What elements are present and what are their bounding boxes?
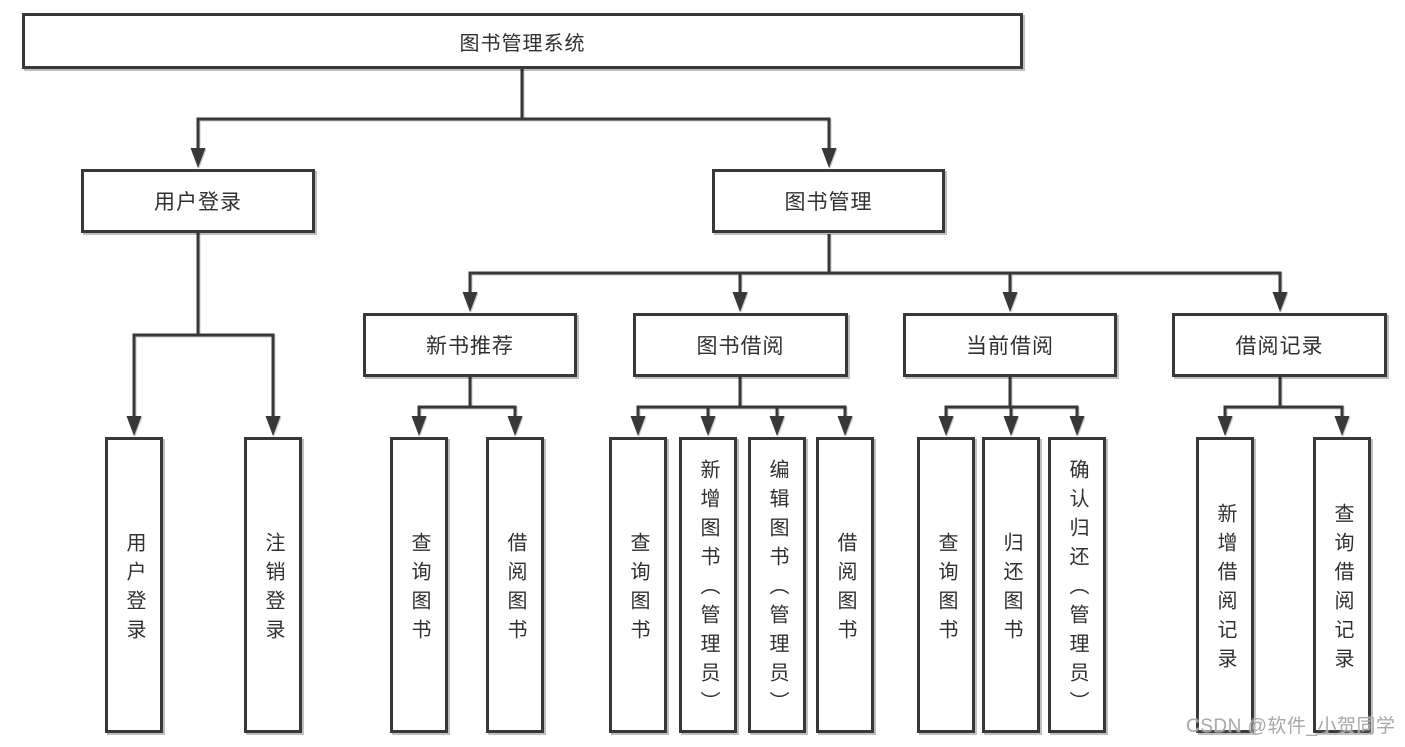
arrow-down-icon (190, 148, 206, 168)
node-label: 新书推荐 (426, 335, 514, 358)
connector-book-management-fan (468, 271, 1282, 294)
arrow-down-icon (507, 416, 523, 436)
arrow-down-icon (769, 416, 785, 436)
connector-recommend-fan (417, 405, 517, 418)
arrow-down-icon (265, 416, 281, 436)
node-label: 借阅图书 (834, 531, 856, 648)
node-label: 确认归还（管理员） (1066, 459, 1088, 720)
leaf-edit-books-admin: 编辑图书（管理员） (748, 437, 806, 733)
leaf-return-books: 归还图书 (982, 437, 1040, 733)
node-label: 图书管理系统 (459, 32, 586, 55)
node-library-management-system: 图书管理系统 (22, 13, 1023, 69)
node-label: 查询借阅记录 (1331, 502, 1353, 677)
leaf-query-borrow-record: 查询借阅记录 (1313, 437, 1371, 733)
arrow-down-icon (821, 148, 837, 168)
arrow-down-icon (1003, 416, 1019, 436)
watermark: CSDN @软件_小贺同学 (1186, 716, 1396, 737)
leaf-logout: 注销登录 (244, 437, 302, 733)
arrow-down-icon (1002, 292, 1018, 312)
node-label: 新增借阅记录 (1214, 502, 1236, 677)
node-user-login: 用户登录 (81, 169, 315, 233)
connector-root-fan (196, 117, 831, 150)
leaf-add-books-admin: 新增图书（管理员） (679, 437, 737, 733)
node-label: 图书借阅 (696, 335, 785, 358)
arrow-down-icon (700, 416, 716, 436)
arrow-down-icon (732, 292, 748, 312)
node-label: 查询图书 (627, 531, 649, 648)
arrow-down-icon (1272, 292, 1288, 312)
node-current-borrowing: 当前借阅 (903, 313, 1117, 377)
leaf-query-books-recommend: 查询图书 (390, 437, 448, 733)
leaf-query-books-current: 查询图书 (917, 437, 975, 733)
node-borrowing-records: 借阅记录 (1172, 313, 1387, 377)
arrow-down-icon (126, 416, 142, 436)
node-label: 用户登录 (123, 531, 145, 648)
node-label: 编辑图书（管理员） (766, 459, 788, 720)
arrow-down-icon (411, 416, 427, 436)
node-label: 用户登录 (154, 191, 242, 214)
leaf-borrow-books-recommend: 借阅图书 (486, 437, 544, 733)
leaf-query-books-borrow: 查询图书 (609, 437, 667, 733)
node-label: 借阅图书 (504, 531, 526, 648)
node-book-borrowing: 图书借阅 (633, 313, 848, 377)
arrowheads (126, 148, 1350, 436)
node-label: 图书管理 (784, 191, 873, 214)
leaf-confirm-return-admin: 确认归还（管理员） (1048, 437, 1106, 733)
arrow-down-icon (837, 416, 853, 436)
node-label: 当前借阅 (966, 335, 1054, 358)
connector-segments (132, 69, 1344, 418)
arrow-down-icon (1217, 416, 1233, 436)
node-label: 归还图书 (1000, 531, 1022, 648)
arrow-down-icon (1334, 416, 1350, 436)
connector-records-fan (1223, 405, 1344, 418)
node-book-management: 图书管理 (712, 169, 945, 233)
node-new-book-recommendation: 新书推荐 (363, 313, 577, 377)
arrow-down-icon (630, 416, 646, 436)
connector-user-login-fan (132, 333, 275, 417)
arrow-down-icon (938, 416, 954, 436)
arrow-down-icon (462, 292, 478, 312)
node-label: 查询图书 (935, 531, 957, 648)
arrow-down-icon (1069, 416, 1085, 436)
node-label: 借阅记录 (1235, 335, 1324, 358)
leaf-borrow-books: 借阅图书 (816, 437, 874, 733)
leaf-add-borrow-record: 新增借阅记录 (1196, 437, 1254, 733)
node-label: 新增图书（管理员） (697, 459, 719, 720)
leaf-user-login: 用户登录 (105, 437, 163, 733)
connector-borrow-fan (636, 405, 847, 418)
node-label: 查询图书 (408, 531, 430, 648)
node-label: 注销登录 (262, 531, 284, 648)
